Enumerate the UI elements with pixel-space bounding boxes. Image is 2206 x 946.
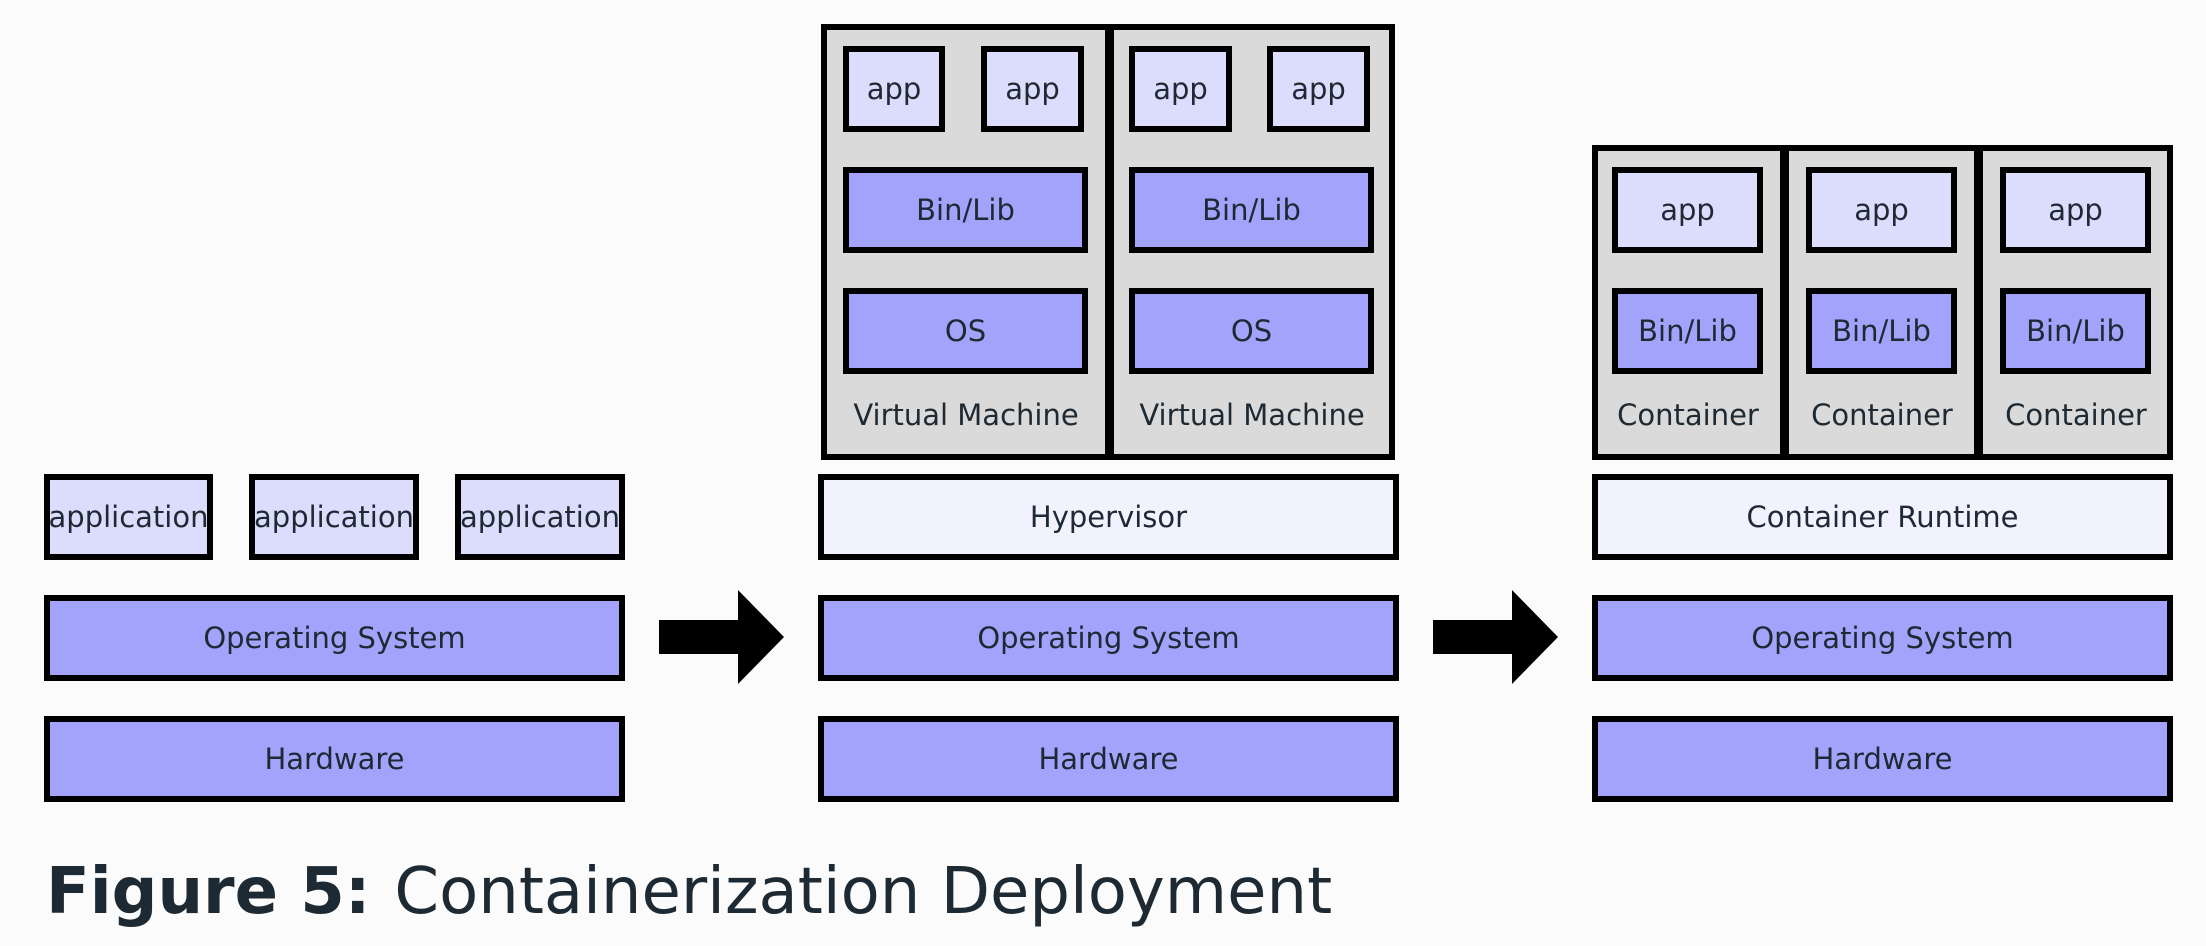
container-runtime-block: Container Runtime (1592, 474, 2173, 560)
figure-title: Containerization Deployment (394, 855, 1333, 929)
application-block-2: application (249, 474, 419, 560)
operating-system-block-virtualization: Operating System (818, 595, 1399, 681)
container-divider-2 (1974, 145, 1983, 460)
container1-binlib-block: Bin/Lib (1612, 288, 1763, 374)
container1-app-block: app (1612, 167, 1763, 253)
container2-binlib-block: Bin/Lib (1806, 288, 1957, 374)
vm1-app-block-2: app (981, 46, 1084, 132)
vm1-label: Virtual Machine (853, 398, 1079, 432)
vm2-app-block-1: app (1129, 46, 1232, 132)
hardware-block-virtualization: Hardware (818, 716, 1399, 802)
figure-caption: Figure 5: Containerization Deployment (46, 855, 1332, 929)
hardware-block-traditional: Hardware (44, 716, 625, 802)
container3-binlib-block: Bin/Lib (2000, 288, 2151, 374)
vm2-binlib-block: Bin/Lib (1129, 167, 1374, 253)
vm2-label: Virtual Machine (1139, 398, 1365, 432)
hardware-block-containerization: Hardware (1592, 716, 2173, 802)
vm2-app-block-2: app (1267, 46, 1370, 132)
application-block-3: application (455, 474, 625, 560)
operating-system-block-traditional: Operating System (44, 595, 625, 681)
vm2-os-block: OS (1129, 288, 1374, 374)
container-divider-1 (1780, 145, 1789, 460)
container3-app-block: app (2000, 167, 2151, 253)
container3-label: Container (2005, 398, 2147, 432)
vm1-binlib-block: Bin/Lib (843, 167, 1088, 253)
vm-divider (1105, 24, 1114, 460)
container2-label: Container (1811, 398, 1953, 432)
right-arrow-icon (1433, 590, 1558, 684)
right-arrow-icon (659, 590, 784, 684)
operating-system-block-containerization: Operating System (1592, 595, 2173, 681)
vm1-os-block: OS (843, 288, 1088, 374)
application-block-1: application (44, 474, 213, 560)
container2-app-block: app (1806, 167, 1957, 253)
vm1-app-block-1: app (843, 46, 945, 132)
figure-label: Figure 5: (46, 855, 371, 929)
hypervisor-block: Hypervisor (818, 474, 1399, 560)
container1-label: Container (1617, 398, 1759, 432)
